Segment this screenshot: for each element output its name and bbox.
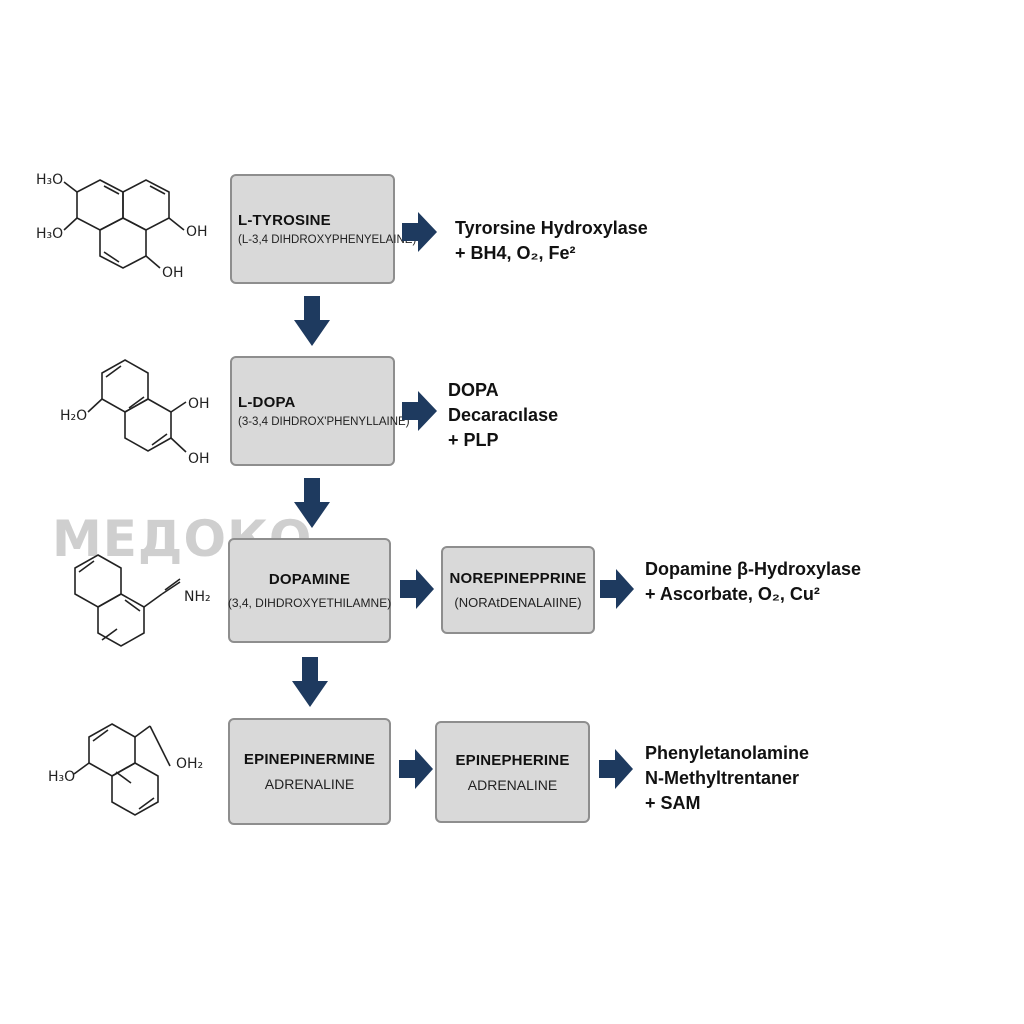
dopamine-structure-icon — [74, 554, 181, 647]
step-title: NOREPINEPPRINE — [449, 570, 587, 587]
arrow-right-icon — [600, 569, 634, 609]
step-box-l-tyrosine: L-TYROSINE (L-3,4 DIHDROXYPHENYELAINE) — [230, 174, 416, 284]
arrow-right-icon — [402, 391, 437, 431]
enzyme-line: + BH4, O₂, Fe² — [455, 243, 576, 263]
enzyme-line: + SAM — [645, 793, 701, 813]
tyrosine-structure-icon — [63, 179, 185, 269]
step-title: L-TYROSINE — [238, 212, 331, 229]
mol1-label-1: H₃O — [36, 172, 63, 188]
step-subtitle: (L-3,4 DIHDROXYPHENYELAINE) — [238, 234, 417, 246]
step-subtitle: (NORAtDENALAIINE) — [454, 595, 582, 610]
step-subtitle: (3,4, DIHDROXYETHILAMNE) — [227, 596, 392, 610]
enzyme-line: Tyrorsine Hydroxylase — [455, 218, 648, 238]
step-box-l-dopa: L-DOPA (3-3,4 DIHDROX'PHENYLLAINE) — [230, 356, 410, 466]
arrow-right-icon — [402, 212, 437, 252]
mol1-label-3: OH — [186, 224, 208, 240]
step-subtitle: ADRENALINE — [467, 776, 558, 793]
enzyme-line: + Ascorbate, O₂, Cu² — [645, 584, 820, 604]
arrow-right-icon — [400, 569, 434, 609]
mol1-label-2: H₃O — [36, 226, 63, 242]
enzyme-line: N-Methyltrentaner — [645, 768, 800, 788]
mol2-label-1: H₂O — [60, 408, 87, 424]
mol2-label-2: OH — [188, 396, 210, 412]
step-box-dopamine: DOPAMINE (3,4, DIHDROXYETHILAMNE) — [228, 538, 391, 643]
arrow-down-icon — [294, 296, 330, 346]
step-title: EPINEPHERINE — [455, 751, 570, 769]
mol2-label-3: OH — [188, 451, 210, 467]
step-box-epinepinermine: EPINEPINERMINE ADRENALINE — [228, 718, 391, 825]
enzyme-line: Phenyletanolamine — [645, 743, 810, 763]
mol4-label-1: H₃O — [48, 769, 75, 785]
mol3-label-1: NH₂ — [184, 589, 211, 605]
arrow-right-icon — [399, 749, 433, 789]
l-dopa-structure-icon — [87, 359, 187, 453]
enzyme-line: Decaracιlase — [448, 405, 559, 425]
arrow-right-icon — [599, 749, 633, 789]
mol1-label-4: OH — [162, 265, 184, 281]
step-subtitle: (3-3,4 DIHDROX'PHENYLLAINE) — [238, 416, 410, 428]
step-title: DOPAMINE — [268, 571, 351, 588]
step-title: L-DOPA — [238, 394, 296, 411]
step-subtitle: ADRENALINE — [264, 776, 355, 792]
step-title: EPINEPINERMINE — [243, 751, 376, 768]
enzyme-pnmt: Phenyletanolamine N-Methyltrentaner + SA… — [645, 741, 809, 816]
enzyme-line: DOPA — [448, 380, 499, 400]
enzyme-tyrosine-hydroxylase: Tyrorsine Hydroxylase + BH4, O₂, Fe² — [455, 216, 648, 266]
enzyme-dopa-decarboxylase: DOPA Decaracιlase + PLP — [448, 378, 558, 453]
step-box-norepinephrine: NOREPINEPPRINE (NORAtDENALAIINE) — [441, 546, 595, 634]
enzyme-line: + PLP — [448, 430, 499, 450]
step-box-epinepherine: EPINEPHERINE ADRENALINE — [435, 721, 590, 823]
mol4-label-2: OH₂ — [176, 756, 203, 772]
epinephrine-structure-icon — [73, 723, 171, 816]
arrow-down-icon — [292, 657, 328, 707]
arrow-down-icon — [294, 478, 330, 528]
enzyme-line: Dopamine β-Hydroxylase — [645, 559, 862, 579]
enzyme-dopamine-beta-hydroxylase: Dopamine β-Hydroxylase + Ascorbate, O₂, … — [645, 557, 861, 607]
